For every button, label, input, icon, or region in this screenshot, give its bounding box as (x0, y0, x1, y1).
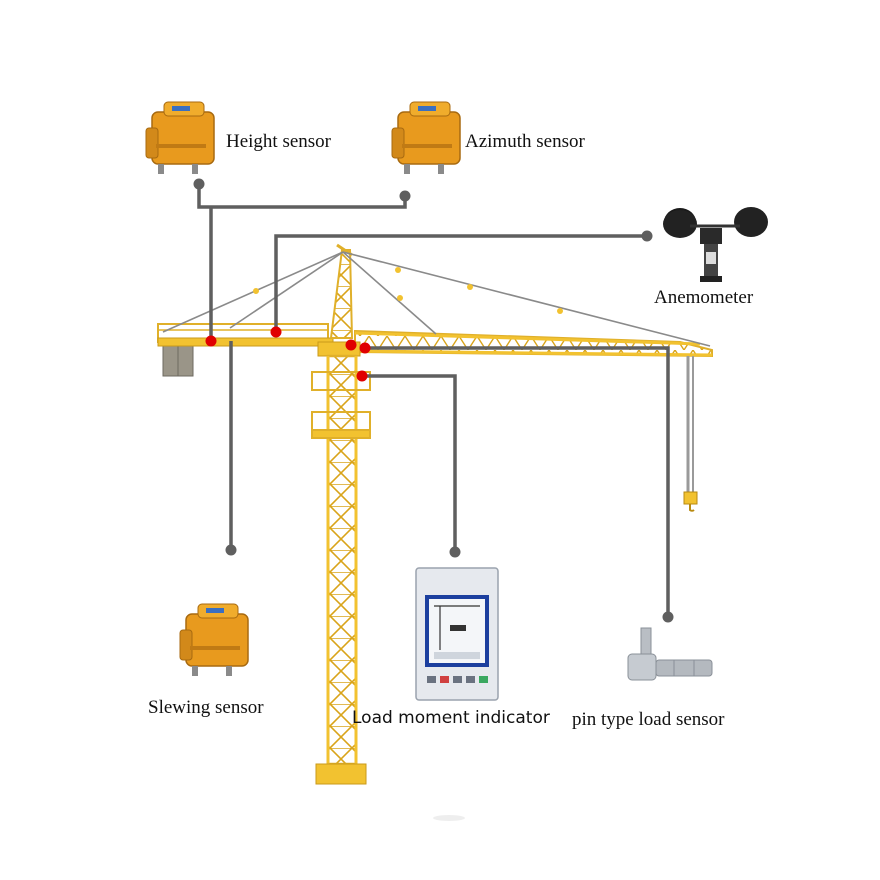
main-jib (354, 329, 713, 358)
height-azimuth-connector (197, 184, 407, 209)
tower-head (329, 243, 354, 339)
pendant-ropes (162, 251, 711, 347)
anemometer-device (663, 207, 768, 282)
load-moment-indicator-label: Load moment indicator (352, 708, 550, 728)
pin-load-sensor-device (627, 627, 713, 681)
connector-lines (197, 184, 670, 617)
pin-type-load-sensor-label: pin type load sensor (572, 709, 725, 730)
load-moment-indicator-device (415, 567, 499, 701)
connector-endpoints (193, 178, 674, 623)
azimuth-sensor-label: Azimuth sensor (465, 131, 585, 152)
azimuth-sensor-device (391, 101, 461, 174)
tower-mast (326, 354, 358, 766)
sensor-mount-points (205, 326, 371, 382)
tower-base (315, 763, 367, 785)
slewing-sensor-label: Slewing sensor (148, 697, 264, 718)
lmi-connector (362, 374, 457, 552)
height-sensor-device (145, 101, 215, 174)
slewing-sensor-device (179, 603, 249, 676)
hook-block (683, 356, 698, 512)
pin-sensor-connector (365, 346, 670, 617)
anemometer-connector (274, 234, 647, 332)
anemometer-label: Anemometer (654, 287, 754, 308)
mast-platforms (311, 371, 371, 439)
height-sensor-label: Height sensor (226, 131, 332, 152)
counter-jib (157, 323, 334, 347)
